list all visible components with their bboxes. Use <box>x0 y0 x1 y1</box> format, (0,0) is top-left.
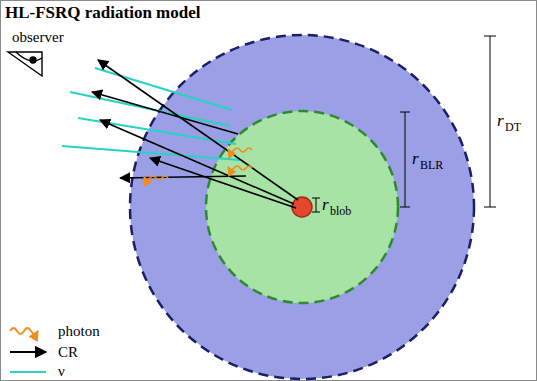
radius-subscript: blob <box>330 205 351 217</box>
radius-brackets <box>312 36 496 212</box>
radius-symbol: r <box>497 112 504 129</box>
broad-line-region <box>206 111 398 303</box>
radius-symbol: r <box>412 150 419 167</box>
cosmic-ray-arrows <box>92 60 298 208</box>
observer-label: observer <box>12 30 64 45</box>
legend-label: ν <box>58 364 65 379</box>
legend-label: photon <box>58 324 100 339</box>
cr-sample <box>10 351 46 353</box>
neutrino-sample <box>10 371 46 373</box>
photons <box>144 148 252 180</box>
radius-subscript: BLR <box>420 159 443 171</box>
dusty-torus-region <box>130 35 474 379</box>
figure-title: HL-FSRQ radiation model <box>5 4 201 21</box>
photon-sample <box>10 328 38 334</box>
radius-subscript: DT <box>505 121 521 133</box>
neutrino-lines <box>62 68 240 160</box>
legend-label: CR <box>58 345 78 360</box>
radius-symbol: r <box>322 196 329 213</box>
observer-eye <box>8 52 42 76</box>
